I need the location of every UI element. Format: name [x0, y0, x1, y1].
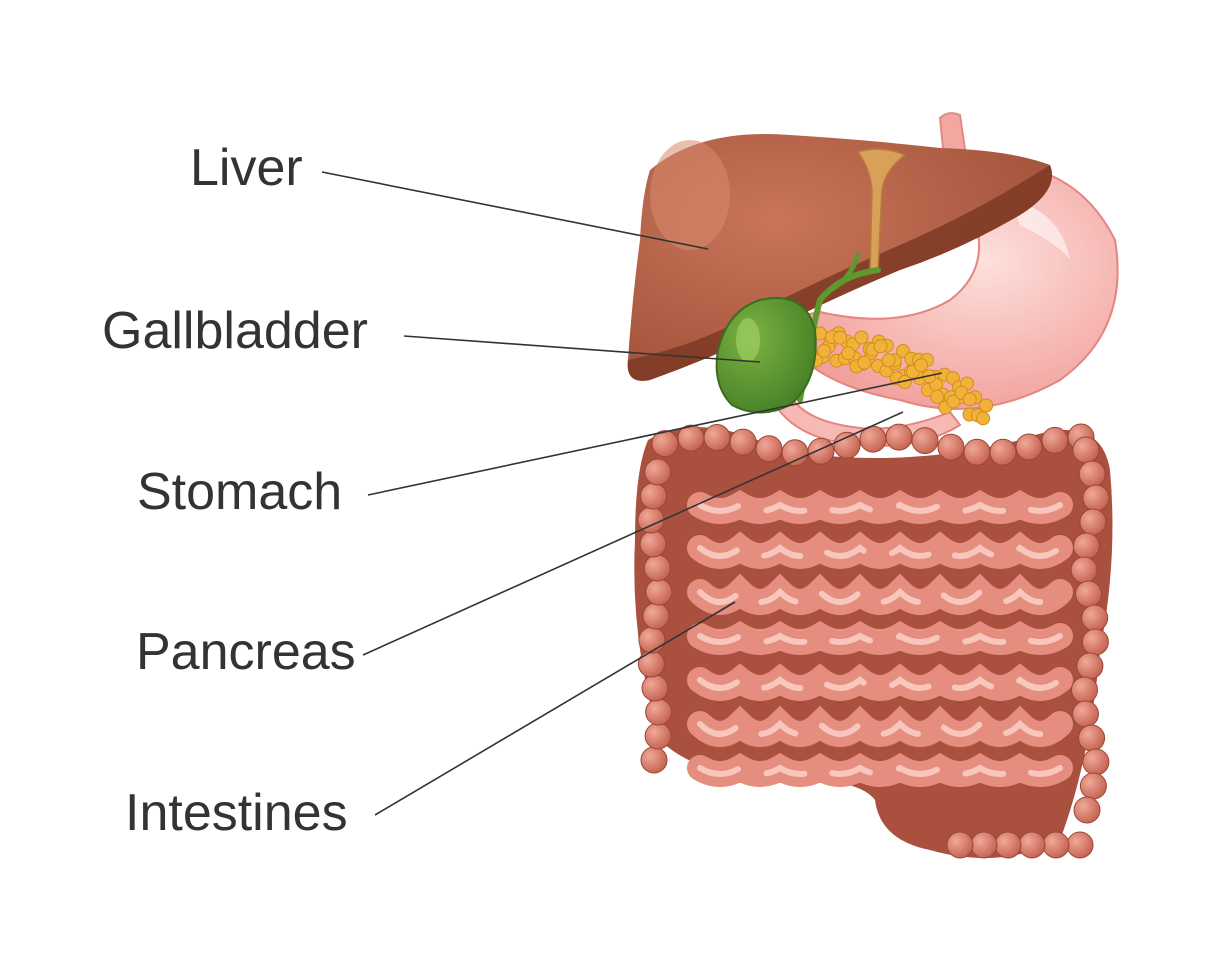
colon-haustra: [1082, 748, 1110, 776]
label-intestines: Intestines: [125, 784, 348, 842]
colon-haustra: [1018, 831, 1046, 859]
colon-haustra: [639, 530, 667, 558]
colon-haustra: [703, 424, 731, 451]
colon-haustra: [937, 433, 965, 461]
label-stomach: Stomach: [137, 463, 343, 521]
colon-haustra: [640, 746, 668, 774]
colon-haustra: [637, 650, 665, 678]
colon-haustra: [1072, 436, 1100, 464]
colon-haustra: [885, 423, 913, 451]
colon-haustra: [1073, 796, 1101, 824]
colon-haustra: [1072, 532, 1100, 560]
colon-haustra: [963, 438, 991, 466]
colon-haustra: [638, 626, 666, 654]
colon-haustra: [644, 722, 672, 750]
colon: [637, 423, 1110, 859]
colon-haustra: [833, 431, 861, 459]
colon-haustra: [989, 438, 1017, 466]
colon-haustra: [1070, 556, 1098, 584]
colon-haustra: [645, 578, 673, 606]
hepatic-duct: [827, 252, 861, 293]
bile-duct: [856, 148, 907, 273]
intestine-loop-highlight: [697, 764, 1063, 777]
pancreas-lobule: [833, 330, 848, 345]
label-liver: Liver: [190, 139, 303, 197]
pancreas-lobule: [962, 392, 977, 407]
pancreas-lobule: [873, 339, 888, 354]
colon-haustra: [1079, 508, 1107, 536]
pancreas-leader-line: [362, 411, 904, 656]
colon-haustra: [1082, 484, 1110, 512]
colon-haustra: [1081, 628, 1109, 656]
colon-haustra: [1078, 460, 1106, 488]
colon-haustra: [1075, 580, 1103, 608]
liver-highlight: [650, 140, 730, 250]
leader-lines: [321, 171, 943, 816]
gallbladder-highlight: [736, 318, 760, 362]
colon-haustra: [994, 831, 1022, 859]
colon-haustra: [1041, 426, 1069, 454]
stomach-leader-line: [367, 372, 943, 496]
colon-haustra: [1072, 700, 1099, 728]
colon-haustra: [946, 831, 974, 859]
colon-haustra: [641, 674, 669, 702]
colon-haustra: [755, 435, 783, 463]
liver-leader-line: [321, 171, 709, 250]
pancreas-lobule: [857, 355, 872, 370]
intestines: [634, 423, 1113, 859]
pancreas-lobule: [841, 346, 856, 361]
pancreas-lobule: [930, 389, 945, 404]
intestine-loop-highlight: [697, 632, 1063, 645]
small-intestine: [687, 489, 1073, 787]
colon-haustra: [781, 439, 809, 467]
gallbladder-leader-line: [403, 335, 761, 363]
colon-haustra: [642, 602, 670, 630]
colon-haustra: [1078, 724, 1106, 752]
colon-haustra: [807, 437, 835, 465]
intestine-loop: [687, 531, 1073, 569]
intestine-loop-highlight: [697, 719, 1063, 737]
colon-haustra: [911, 427, 939, 455]
intestine-loop: [687, 663, 1073, 701]
colon-haustra: [1015, 433, 1043, 461]
pancreas-lobule: [976, 411, 991, 426]
colon-haustra: [1066, 831, 1094, 859]
colon-haustra: [1076, 652, 1104, 680]
colon-haustra: [651, 430, 679, 458]
intestines-leader-line: [374, 601, 736, 816]
pancreas-lobule: [854, 330, 869, 345]
colon-haustra: [644, 458, 672, 486]
colon-haustra: [643, 554, 671, 582]
stomach-highlight: [1010, 200, 1070, 260]
pancreas-lobule: [979, 398, 994, 413]
label-pancreas: Pancreas: [136, 623, 356, 681]
colon-haustra: [970, 831, 998, 859]
colon-haustra: [1042, 831, 1070, 859]
colon-haustra: [645, 698, 673, 726]
pancreas-lobule: [817, 343, 831, 358]
label-gallbladder: Gallbladder: [102, 302, 368, 360]
colon-haustra: [640, 482, 667, 510]
colon-haustra: [1081, 604, 1109, 632]
colon-haustra: [729, 428, 757, 456]
colon-haustra: [1071, 676, 1098, 704]
pancreas-lobule: [946, 394, 961, 409]
colon-haustra: [1079, 772, 1107, 800]
intestine-loop-highlight: [697, 587, 1063, 605]
pancreas-lobule: [881, 353, 896, 368]
pancreas-lobule: [914, 358, 928, 373]
intestine-loop-highlight: [697, 501, 1063, 514]
